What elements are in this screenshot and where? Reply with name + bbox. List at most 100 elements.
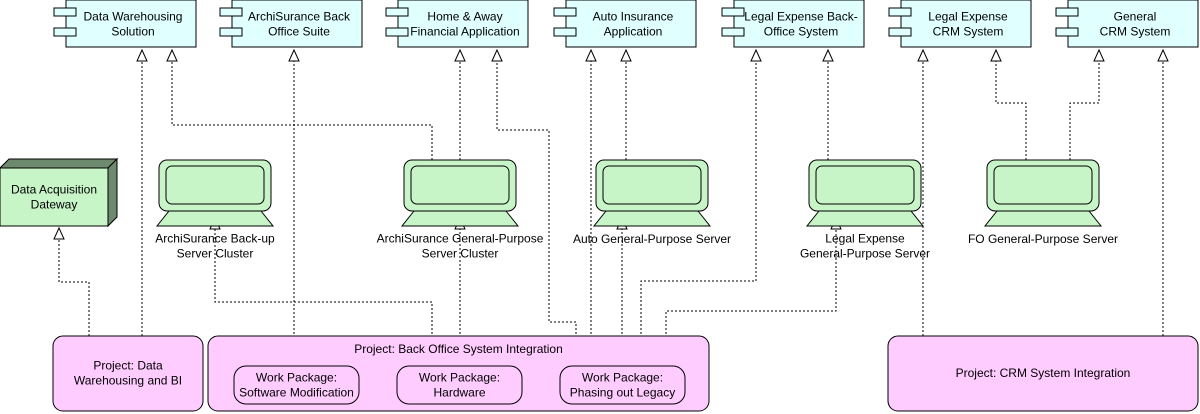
component-label-line: Data Warehousing — [84, 10, 183, 24]
component-tab-icon — [385, 27, 409, 37]
arrowhead-icon — [53, 226, 65, 240]
component-label-line: Auto Insurance — [593, 10, 674, 24]
arrowhead-icon — [1093, 48, 1105, 62]
project-crm[interactable]: Project: CRM System Integration — [887, 335, 1199, 412]
arrowhead-icon — [585, 48, 597, 62]
arrowhead-icon — [1157, 48, 1169, 62]
device-fo[interactable]: FO General-Purpose Server — [968, 159, 1118, 246]
component-tab-icon — [888, 7, 912, 17]
component-label-line: Office System — [764, 25, 838, 39]
arrowhead-icon — [136, 48, 148, 62]
work-package-label-line: Hardware — [433, 386, 485, 400]
arrowhead-icon — [822, 48, 834, 62]
screen-icon — [165, 165, 265, 205]
device-label-line: Legal Expense — [825, 232, 905, 246]
project-label-line: Project: Back Office System Integration — [354, 342, 563, 356]
arrowhead-icon — [166, 48, 178, 62]
assignment-fo-to-lecrm — [995, 61, 1027, 160]
component-tab-icon — [888, 27, 912, 37]
component-label-line: ArchiSurance Back — [248, 10, 351, 24]
work-package-wp2[interactable]: Work Package:Hardware — [396, 365, 523, 405]
screen-icon — [602, 165, 702, 205]
screen-icon — [410, 165, 510, 205]
component-label-line: Legal Expense Back- — [744, 10, 857, 24]
screen-icon — [993, 165, 1093, 205]
component-tab-icon — [53, 27, 77, 37]
project-label-line: Project: CRM System Integration — [956, 366, 1131, 380]
component-tab-icon — [53, 7, 77, 17]
device-label-line: FO General-Purpose Server — [968, 232, 1118, 246]
component-label-line: Office Suite — [268, 25, 330, 39]
arrowhead-icon — [750, 48, 762, 62]
component-tab-icon — [219, 7, 243, 17]
device-label-line: Auto General-Purpose Server — [573, 232, 731, 246]
device-auto[interactable]: Auto General-Purpose Server — [573, 159, 731, 246]
keyboard-icon — [805, 210, 925, 227]
keyboard-icon — [983, 210, 1103, 227]
component-label-line: Home & Away — [427, 10, 502, 24]
component-label-line: CRM System — [1100, 25, 1171, 39]
component-label-line: Financial Application — [410, 25, 519, 39]
device-label-line: ArchiSurance Back-up — [155, 232, 275, 246]
component-label-line: CRM System — [933, 25, 1004, 39]
keyboard-icon — [592, 210, 712, 227]
keyboard-icon — [155, 210, 275, 227]
assignment-gp-to-abo — [171, 61, 433, 160]
component-tab-icon — [219, 27, 243, 37]
component-tab-icon — [385, 7, 409, 17]
keyboard-icon — [400, 210, 520, 227]
component-label-line: Application — [604, 25, 663, 39]
realization-wp3-to-legal — [665, 229, 837, 366]
arrowhead-icon — [917, 48, 929, 62]
work-package-label-line: Work Package: — [256, 371, 337, 385]
work-package-label-line: Phasing out Legacy — [570, 386, 675, 400]
arrowhead-icon — [990, 48, 1002, 62]
work-package-label-line: Software Modification — [239, 386, 354, 400]
work-package-wp1[interactable]: Work Package:Software Modification — [233, 365, 360, 405]
screen-icon — [815, 165, 915, 205]
arrowhead-icon — [620, 48, 632, 62]
arrowhead-icon — [491, 48, 503, 62]
work-package-label-line: Work Package: — [582, 371, 663, 385]
project-label-line: Warehousing and BI — [74, 374, 182, 388]
device-label-line: Server Cluster — [422, 247, 499, 261]
device-label-line: ArchiSurance General-Purpose — [377, 232, 544, 246]
component-label-line: Solution — [111, 25, 154, 39]
arrowhead-icon — [288, 48, 300, 62]
connectors — [53, 48, 1169, 366]
realization-wp3-to-lebo — [640, 61, 757, 366]
component-label-line: Legal Expense — [928, 10, 1008, 24]
component-tab-icon — [721, 27, 745, 37]
component-label-line: General — [1114, 10, 1157, 24]
component-tab-icon — [553, 7, 577, 17]
component-lebo[interactable]: Legal Expense Back-Office System — [721, 0, 865, 48]
device-label-line: General-Purpose Server — [800, 247, 930, 261]
realization-wp2-to-backup — [214, 229, 433, 366]
component-tab-icon — [1055, 7, 1079, 17]
work-package-wp3[interactable]: Work Package:Phasing out Legacy — [559, 365, 686, 405]
realization-dwbi-to-node — [58, 239, 90, 336]
node-label-line: Dateway — [31, 198, 78, 212]
work-package-label-line: Work Package: — [419, 371, 500, 385]
node-label-line: Data Acquisition — [11, 183, 97, 197]
component-tab-icon — [721, 7, 745, 17]
assignment-fo-to-gcrm — [1069, 61, 1100, 160]
device-label-line: Server Cluster — [177, 247, 254, 261]
component-tab-icon — [553, 27, 577, 37]
realization-wp3-to-ha — [496, 61, 577, 366]
arrowhead-icon — [454, 48, 466, 62]
component-tab-icon — [1055, 27, 1079, 37]
project-label-line: Project: Data — [93, 359, 163, 373]
